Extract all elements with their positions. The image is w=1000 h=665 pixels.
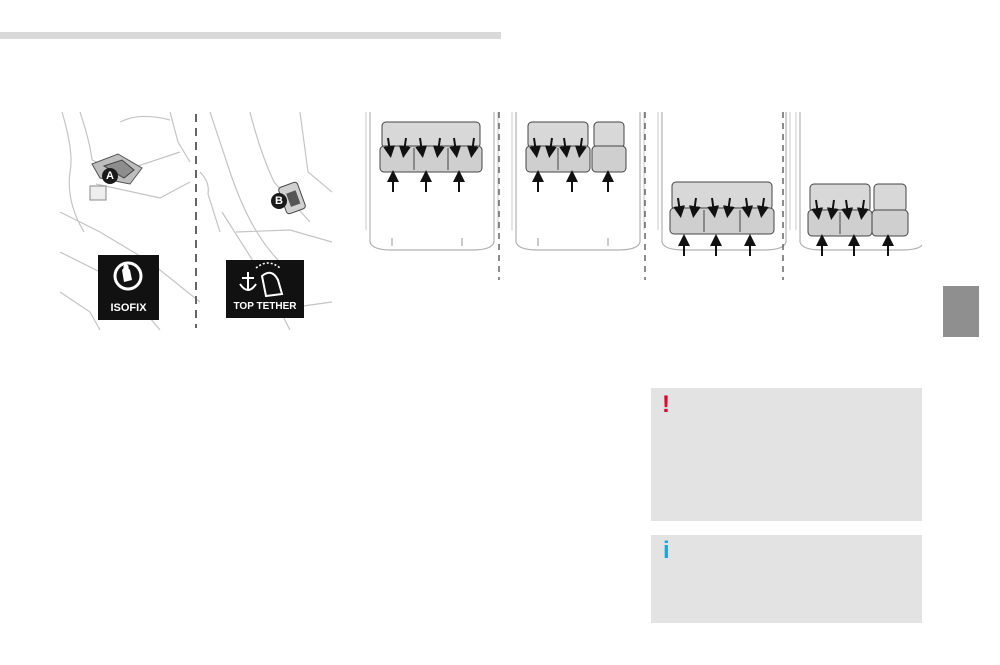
warning-note: !: [651, 388, 922, 521]
layout-panel-1: [365, 112, 499, 251]
layout-panel-4: [795, 112, 922, 256]
isofix-logo: ISOFIX: [110, 302, 147, 314]
info-icon: i: [663, 537, 670, 564]
isofix-anchor-figure: A B ISOFIX TOP TETHER: [60, 112, 332, 330]
chapter-tab: [943, 286, 979, 337]
callout-a: A: [102, 168, 118, 184]
seat-layout-figure: [362, 112, 922, 282]
top-tether-logo: TOP TETHER: [233, 301, 297, 312]
layout-panel-2: [511, 112, 645, 251]
header-rule: [0, 32, 501, 39]
callout-b: B: [271, 193, 287, 209]
exclamation-icon: !: [662, 391, 670, 418]
layout-panel-3: [657, 112, 791, 256]
info-note: i: [651, 535, 922, 623]
